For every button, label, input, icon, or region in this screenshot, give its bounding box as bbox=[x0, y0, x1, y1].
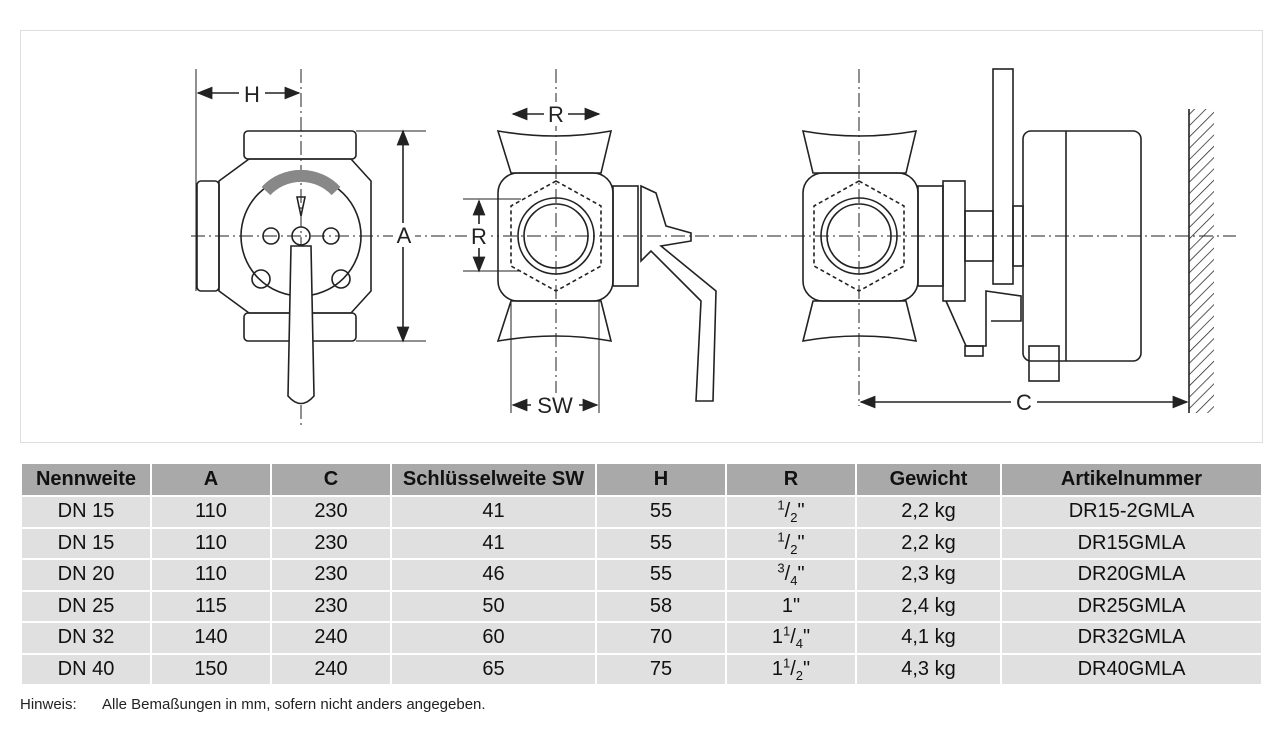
table-cell: 230 bbox=[270, 526, 392, 560]
table-cell: 2,4 kg bbox=[855, 589, 1002, 623]
table-cell: DR25GMLA bbox=[1000, 589, 1263, 623]
table-cell: 240 bbox=[270, 621, 392, 655]
actuator-view bbox=[801, 68, 1214, 413]
table-cell: 65 bbox=[390, 652, 597, 686]
table-cell: 58 bbox=[595, 589, 727, 623]
table-cell: 2,2 kg bbox=[855, 526, 1002, 560]
table-cell: 11/4" bbox=[725, 621, 857, 655]
footnote-text: Alle Bemaßungen in mm, sofern nicht ande… bbox=[102, 696, 486, 713]
table-cell: 1/2" bbox=[725, 495, 857, 529]
column-header: C bbox=[270, 462, 392, 497]
table-cell: 110 bbox=[150, 558, 272, 592]
table-cell: 55 bbox=[595, 526, 727, 560]
table-cell: 4,3 kg bbox=[855, 652, 1002, 686]
table-cell: DN 25 bbox=[20, 589, 152, 623]
table-cell: DN 15 bbox=[20, 526, 152, 560]
table-cell: 46 bbox=[390, 558, 597, 592]
dim-label-c: C bbox=[1016, 390, 1032, 415]
table-cell: 2,3 kg bbox=[855, 558, 1002, 592]
column-header: R bbox=[725, 462, 857, 497]
table-cell: 2,2 kg bbox=[855, 495, 1002, 529]
table-cell: 4,1 kg bbox=[855, 621, 1002, 655]
table-cell: DR15-2GMLA bbox=[1000, 495, 1263, 529]
column-header: A bbox=[150, 462, 272, 497]
table-cell: DR20GMLA bbox=[1000, 558, 1263, 592]
side-view bbox=[463, 107, 717, 413]
table-cell: DR15GMLA bbox=[1000, 526, 1263, 560]
footnote-key: Hinweis: bbox=[20, 696, 77, 713]
table-cell: 230 bbox=[270, 589, 392, 623]
column-header: H bbox=[595, 462, 727, 497]
table-cell: 240 bbox=[270, 652, 392, 686]
table-cell: 11/2" bbox=[725, 652, 857, 686]
dim-label-h: H bbox=[244, 82, 260, 107]
table-cell: DN 20 bbox=[20, 558, 152, 592]
table-cell: 110 bbox=[150, 526, 272, 560]
table-cell: DR40GMLA bbox=[1000, 652, 1263, 686]
table-cell: 50 bbox=[390, 589, 597, 623]
table-cell: 55 bbox=[595, 558, 727, 592]
technical-drawing: H A R R SW C bbox=[20, 30, 1263, 443]
dim-label-r-top: R bbox=[548, 102, 564, 127]
table-cell: DN 40 bbox=[20, 652, 152, 686]
dim-label-a: A bbox=[397, 223, 412, 248]
table-cell: DN 15 bbox=[20, 495, 152, 529]
table-cell: 110 bbox=[150, 495, 272, 529]
column-header: Artikelnummer bbox=[1000, 462, 1263, 497]
column-header: Schlüsselweite SW bbox=[390, 462, 597, 497]
table-cell: 1/2" bbox=[725, 526, 857, 560]
table-cell: 230 bbox=[270, 558, 392, 592]
table-cell: 150 bbox=[150, 652, 272, 686]
table-cell: 41 bbox=[390, 495, 597, 529]
column-header: Gewicht bbox=[855, 462, 1002, 497]
footnote: Hinweis: Alle Bemaßungen in mm, sofern ni… bbox=[20, 696, 486, 713]
table-cell: 70 bbox=[595, 621, 727, 655]
table-cell: 115 bbox=[150, 589, 272, 623]
table-cell: 60 bbox=[390, 621, 597, 655]
table-cell: 1" bbox=[725, 589, 857, 623]
table-cell: 3/4" bbox=[725, 558, 857, 592]
table-cell: 55 bbox=[595, 495, 727, 529]
dim-label-sw: SW bbox=[537, 393, 573, 418]
column-header: Nennweite bbox=[20, 462, 152, 497]
table-cell: DR32GMLA bbox=[1000, 621, 1263, 655]
table-cell: DN 32 bbox=[20, 621, 152, 655]
dim-label-r-side: R bbox=[471, 224, 487, 249]
table-cell: 140 bbox=[150, 621, 272, 655]
table-cell: 75 bbox=[595, 652, 727, 686]
table-cell: 230 bbox=[270, 495, 392, 529]
table-cell: 41 bbox=[390, 526, 597, 560]
